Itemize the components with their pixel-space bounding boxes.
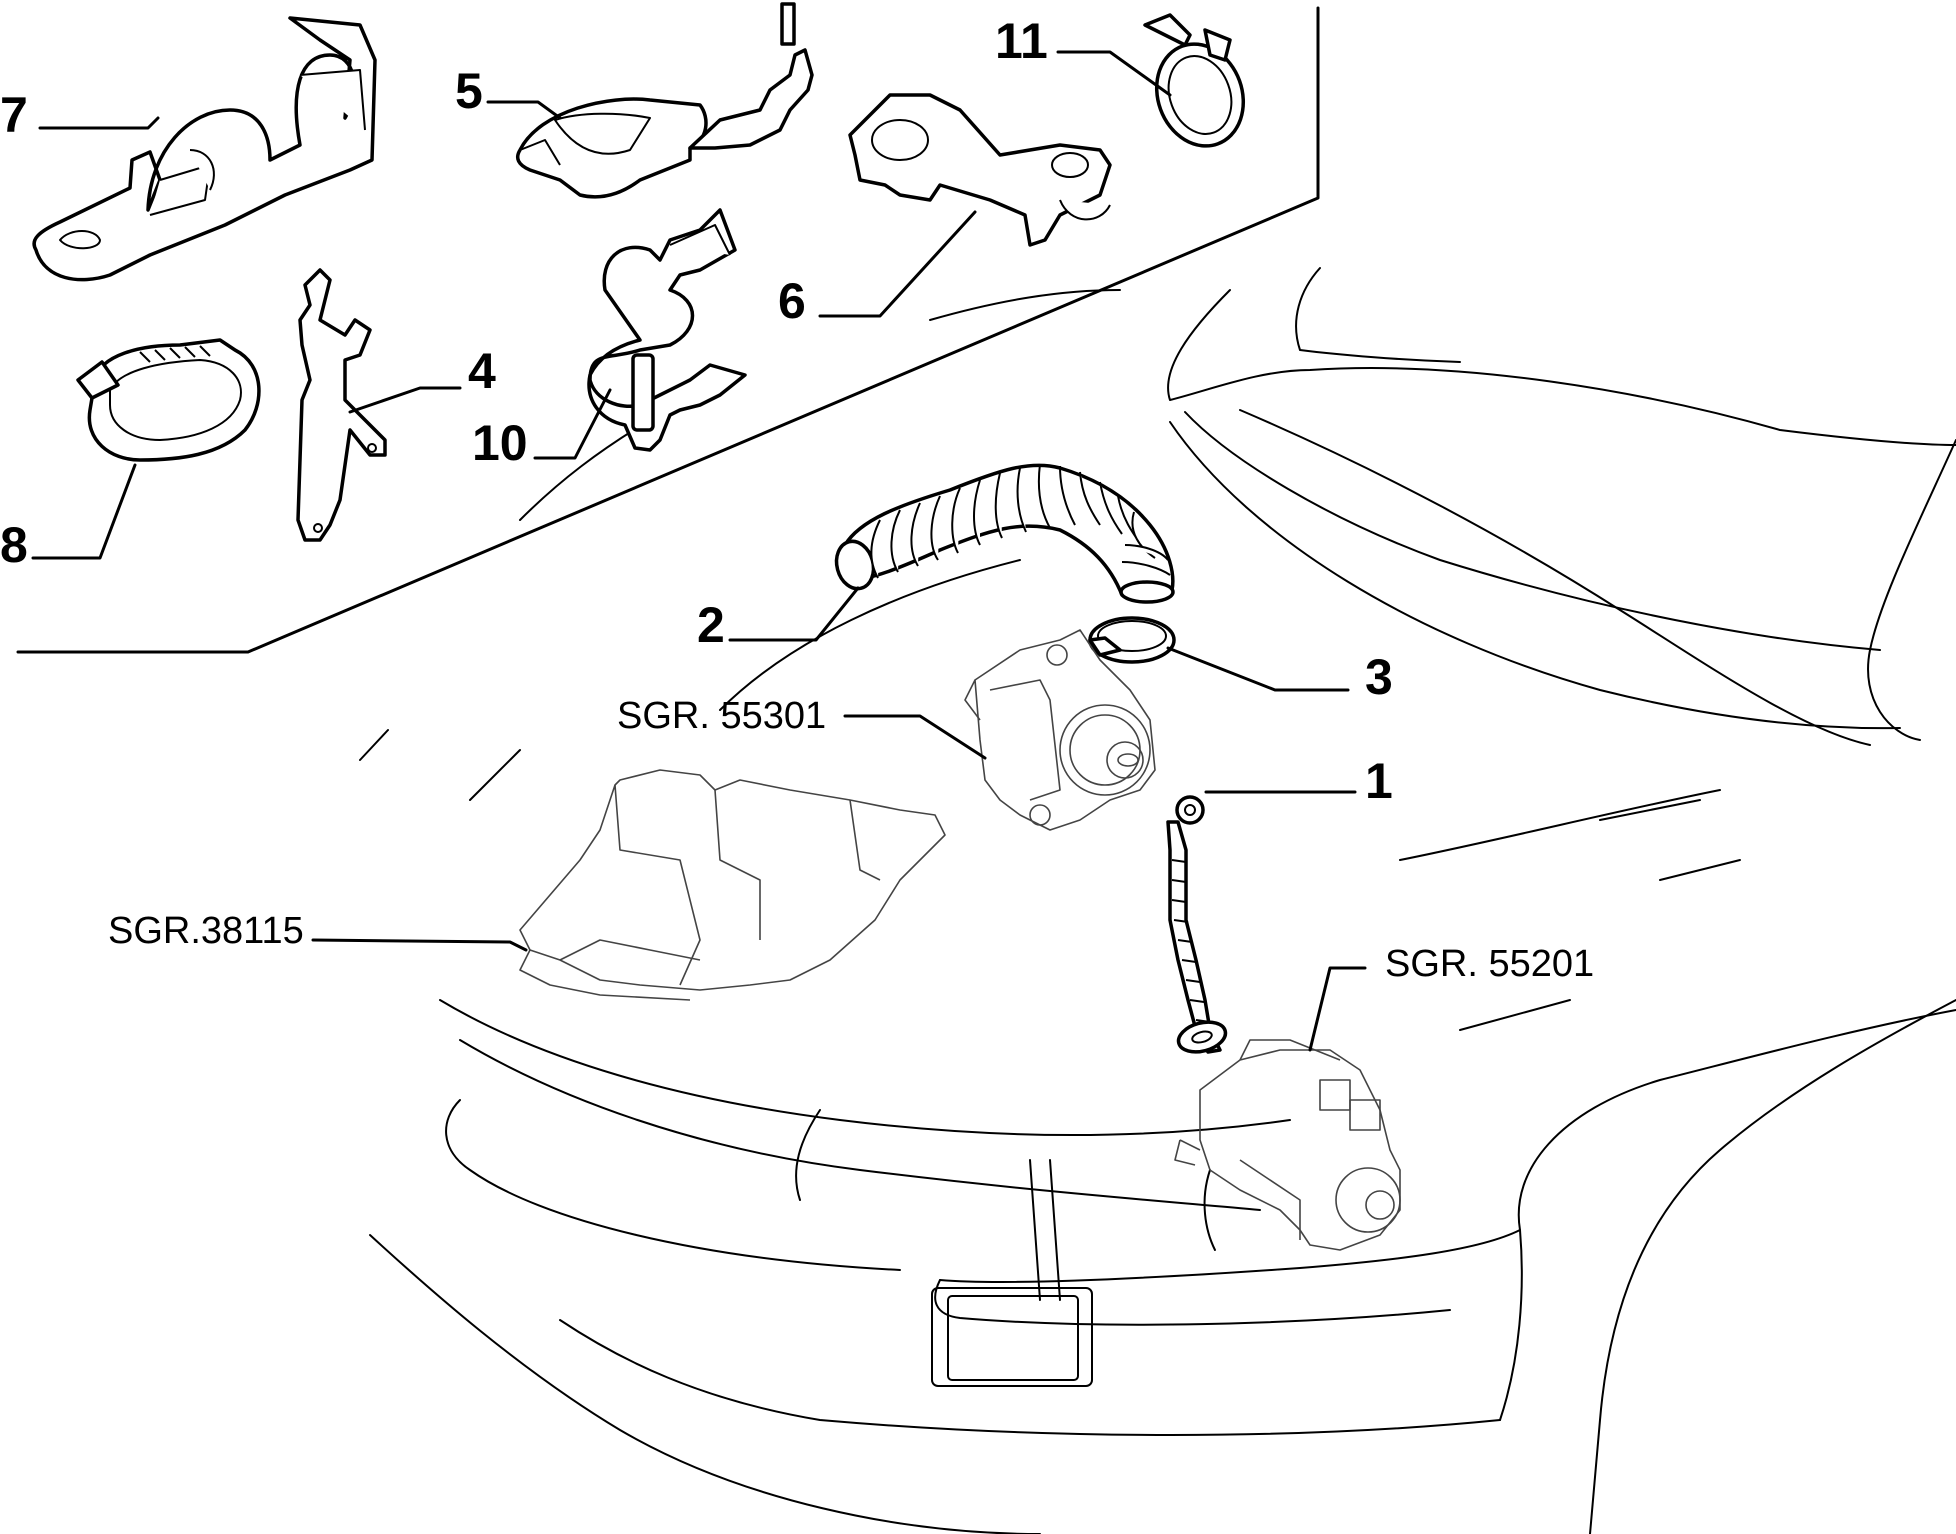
callout-2: 2 bbox=[697, 597, 725, 653]
inset-divider-line bbox=[16, 6, 1320, 654]
ref-starter: SGR. 55201 bbox=[1385, 943, 1594, 985]
part-3-hose-clamp bbox=[1088, 616, 1176, 664]
part-7-bracket bbox=[32, 16, 377, 282]
callout-11: 11 bbox=[995, 13, 1048, 69]
leader-sgr-55201 bbox=[1308, 966, 1367, 1052]
part-5-clip bbox=[516, 2, 814, 199]
part-11-band-clamp bbox=[1143, 13, 1246, 148]
under-tray-drawing bbox=[519, 769, 946, 1001]
callout-labels: 7 5 11 6 4 10 8 2 3 1 bbox=[0, 13, 1393, 809]
leader-10 bbox=[533, 388, 612, 460]
alternator-drawing bbox=[964, 629, 1156, 831]
part-8-band-clamp bbox=[76, 338, 261, 462]
ref-alternator: SGR. 55301 bbox=[617, 695, 826, 737]
leader-11 bbox=[1056, 50, 1172, 97]
callout-3: 3 bbox=[1365, 649, 1393, 705]
leader-sgr-38115 bbox=[311, 938, 528, 952]
car-body-outline bbox=[359, 267, 1956, 1534]
callout-4: 4 bbox=[468, 343, 496, 399]
leader-6 bbox=[818, 210, 977, 318]
part-6-bracket bbox=[848, 93, 1112, 247]
leader-4 bbox=[348, 386, 462, 414]
leader-5 bbox=[486, 100, 562, 120]
part-1-ground-cable bbox=[1166, 795, 1228, 1054]
starter-motor-drawing bbox=[1174, 1039, 1401, 1251]
callout-6: 6 bbox=[778, 273, 806, 329]
leader-lines bbox=[31, 50, 1367, 1052]
leader-8 bbox=[31, 463, 137, 560]
callout-8: 8 bbox=[0, 517, 28, 573]
callout-1: 1 bbox=[1365, 753, 1393, 809]
callout-5: 5 bbox=[455, 63, 483, 119]
leader-2 bbox=[728, 586, 860, 642]
part-4-bracket bbox=[296, 268, 387, 542]
fog-lamp-outline bbox=[931, 1287, 1093, 1387]
callout-7: 7 bbox=[0, 87, 28, 143]
ref-under-tray: SGR.38115 bbox=[108, 910, 304, 952]
leader-7 bbox=[38, 116, 160, 130]
part-10-clip bbox=[587, 208, 747, 452]
leader-3 bbox=[1166, 646, 1350, 692]
reference-labels: SGR. 55301 SGR.38115 SGR. 55201 bbox=[108, 695, 1594, 985]
callout-10: 10 bbox=[472, 415, 528, 471]
leader-sgr-55301 bbox=[843, 714, 987, 760]
part-2-hose bbox=[834, 463, 1175, 604]
